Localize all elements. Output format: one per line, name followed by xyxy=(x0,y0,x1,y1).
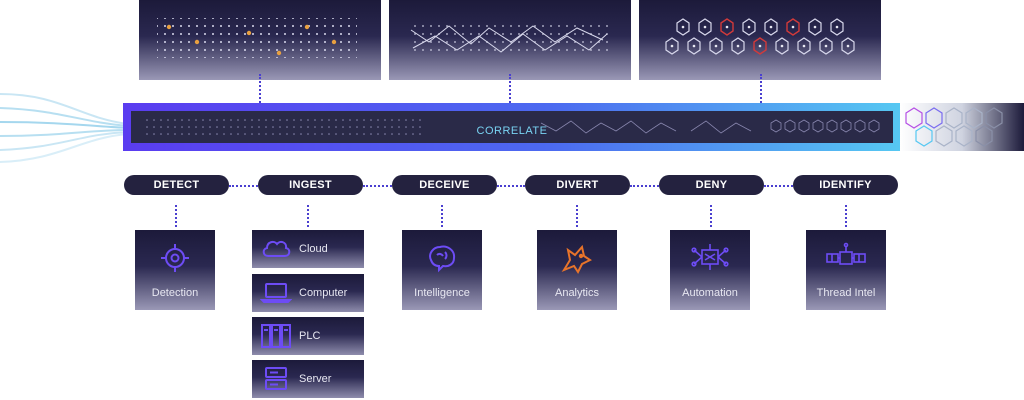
stage-deny: DENY xyxy=(659,175,764,195)
stage-connector xyxy=(630,185,659,187)
hex-output-graphic xyxy=(900,103,1024,151)
panel-connector xyxy=(509,74,511,103)
correlate-band-inner: CORRELATE xyxy=(131,111,893,143)
stage-divert: DIVERT xyxy=(525,175,630,195)
correlate-band: CORRELATE xyxy=(123,103,901,151)
card-automation: Automation xyxy=(670,230,750,310)
crosshair-icon xyxy=(159,242,191,279)
hex-network-graphic xyxy=(665,18,855,55)
correlate-label: CORRELATE xyxy=(476,125,548,137)
card-label: Thread Intel xyxy=(816,287,876,299)
connected-nodes-panel xyxy=(389,0,631,80)
stage-connector xyxy=(363,185,392,187)
card-label: Analytics xyxy=(554,287,600,299)
source-plc: PLC xyxy=(252,317,364,355)
band-pattern-graphic xyxy=(143,119,880,135)
satellite-icon xyxy=(825,242,867,279)
stage-connector xyxy=(764,185,793,187)
stage-connector xyxy=(497,185,525,187)
panel-connector xyxy=(259,74,261,103)
dot-matrix-graphic xyxy=(157,18,357,58)
stage-connector xyxy=(229,185,258,187)
stage-card-connector xyxy=(710,205,712,227)
brain-icon xyxy=(425,242,459,279)
stage-identify: IDENTIFY xyxy=(793,175,898,195)
cloud-icon xyxy=(260,236,292,265)
stage-card-connector xyxy=(576,205,578,227)
card-analytics: Analytics xyxy=(537,230,617,310)
card-thread-intel: Thread Intel xyxy=(806,230,886,310)
stage-card-connector xyxy=(441,205,443,227)
plc-icon xyxy=(260,323,292,354)
card-intelligence: Intelligence xyxy=(402,230,482,310)
source-computer: Computer xyxy=(252,274,364,312)
stage-ingest: INGEST xyxy=(258,175,363,195)
stage-deceive: DECEIVE xyxy=(392,175,497,195)
card-label: Automation xyxy=(682,287,738,299)
server-icon xyxy=(260,366,292,397)
hex-network-panel xyxy=(639,0,881,80)
dots-grid-panel xyxy=(139,0,381,80)
stage-card-connector xyxy=(845,205,847,227)
stage-card-connector xyxy=(175,205,177,227)
node-graph-graphic xyxy=(409,20,609,56)
panel-connector xyxy=(760,74,762,103)
source-label: Computer xyxy=(299,287,348,299)
source-server: Server xyxy=(252,360,364,398)
card-detection: Detection xyxy=(135,230,215,310)
card-label: Detection xyxy=(151,287,199,299)
fox-icon xyxy=(560,242,594,281)
card-label: Intelligence xyxy=(414,287,470,299)
source-label: PLC xyxy=(299,330,321,342)
data-streams-graphic xyxy=(0,93,129,163)
stage-card-connector xyxy=(307,205,309,227)
laptop-icon xyxy=(259,280,293,309)
source-cloud: Cloud xyxy=(252,230,364,268)
source-label: Cloud xyxy=(299,243,328,255)
network-icon xyxy=(690,242,730,277)
stage-detect: DETECT xyxy=(124,175,229,195)
source-label: Server xyxy=(299,373,332,385)
